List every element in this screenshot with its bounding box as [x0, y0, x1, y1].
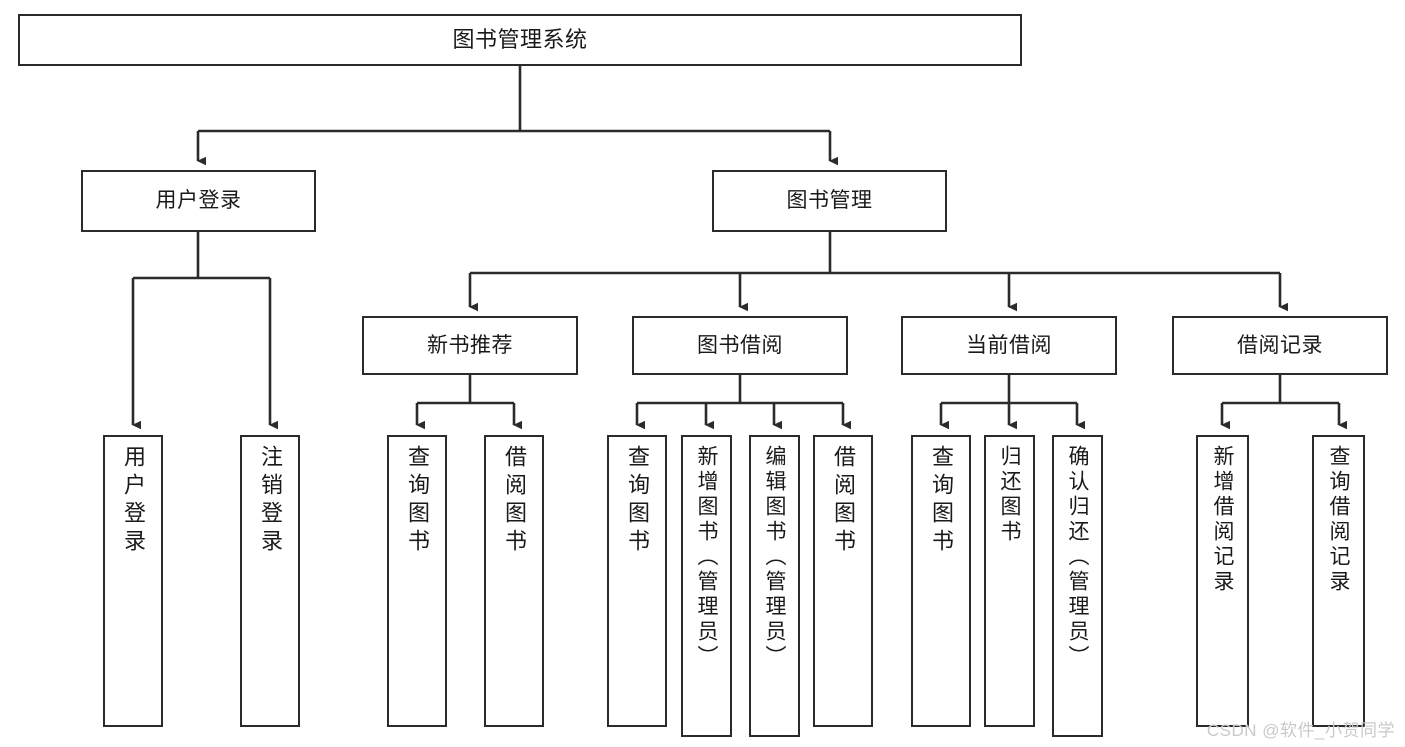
- node-label: 查询图书: [405, 445, 430, 557]
- node-leaf-add-borrow-record[interactable]: 新增借阅记录: [1196, 435, 1249, 727]
- node-label: 用户登录: [155, 189, 242, 213]
- node-label: 用户登录: [121, 445, 146, 557]
- node-label: 当前借阅: [966, 333, 1052, 357]
- node-leaf-borrow-book-2[interactable]: 借阅图书: [813, 435, 873, 727]
- node-label: 确认归还（管理员）: [1066, 445, 1089, 670]
- node-borrow-record[interactable]: 借阅记录: [1172, 316, 1388, 375]
- node-leaf-borrow-book-1[interactable]: 借阅图书: [484, 435, 544, 727]
- node-label: 借阅图书: [502, 445, 527, 557]
- node-label: 归还图书: [998, 445, 1021, 545]
- node-book-management[interactable]: 图书管理: [712, 170, 947, 232]
- node-leaf-logout-login[interactable]: 注销登录: [240, 435, 300, 727]
- node-user-login[interactable]: 用户登录: [81, 170, 316, 232]
- node-leaf-edit-book-admin[interactable]: 编辑图书（管理员）: [749, 435, 800, 737]
- node-label: 图书借阅: [697, 333, 783, 357]
- node-root-book-management-system[interactable]: 图书管理系统: [18, 14, 1022, 66]
- node-label: 注销登录: [258, 445, 283, 557]
- node-leaf-query-book-3[interactable]: 查询图书: [911, 435, 971, 727]
- node-label: 查询图书: [625, 445, 650, 557]
- node-leaf-user-login[interactable]: 用户登录: [103, 435, 163, 727]
- node-label: 新增借阅记录: [1211, 445, 1234, 595]
- node-label: 查询图书: [929, 445, 954, 557]
- node-label: 新增图书（管理员）: [695, 445, 718, 670]
- node-leaf-query-book-1[interactable]: 查询图书: [387, 435, 447, 727]
- node-new-book-recommend[interactable]: 新书推荐: [362, 316, 578, 375]
- node-leaf-return-book[interactable]: 归还图书: [984, 435, 1035, 727]
- node-label: 借阅图书: [831, 445, 856, 557]
- node-book-borrow[interactable]: 图书借阅: [632, 316, 848, 375]
- node-leaf-confirm-return-admin[interactable]: 确认归还（管理员）: [1052, 435, 1103, 737]
- node-leaf-query-book-2[interactable]: 查询图书: [607, 435, 667, 727]
- node-label: 查询借阅记录: [1327, 445, 1350, 595]
- node-current-borrow[interactable]: 当前借阅: [901, 316, 1117, 375]
- node-label: 借阅记录: [1237, 333, 1323, 357]
- node-leaf-query-borrow-record[interactable]: 查询借阅记录: [1312, 435, 1365, 727]
- node-label: 新书推荐: [427, 333, 513, 357]
- node-leaf-add-book-admin[interactable]: 新增图书（管理员）: [681, 435, 732, 737]
- node-label: 编辑图书（管理员）: [763, 445, 786, 670]
- node-label: 图书管理: [786, 189, 873, 213]
- node-label: 图书管理系统: [452, 26, 588, 52]
